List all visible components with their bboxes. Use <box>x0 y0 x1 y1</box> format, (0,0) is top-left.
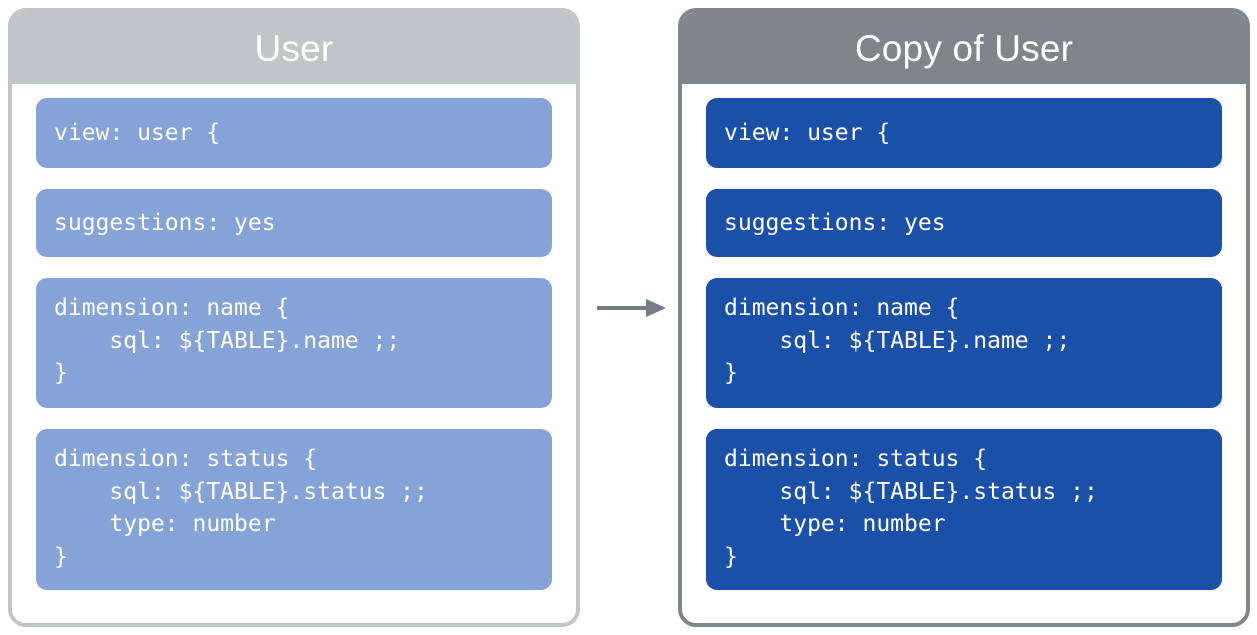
code-block-suggestions[interactable]: suggestions: yes <box>706 189 1222 257</box>
code-block-view[interactable]: view: user { <box>706 98 1222 168</box>
panel-copy-of-user[interactable]: Copy of User view: user { suggestions: y… <box>678 8 1250 627</box>
panel-source-header: User <box>12 12 576 84</box>
panel-copy-title: Copy of User <box>854 27 1074 69</box>
arrow-right-glyph <box>597 299 666 317</box>
code-block-view[interactable]: view: user { <box>36 98 552 168</box>
code-block-dimension-status[interactable]: dimension: status { sql: ${TABLE}.status… <box>706 429 1222 590</box>
panel-source-user[interactable]: User view: user { suggestions: yes dimen… <box>8 8 580 627</box>
panel-source-title: User <box>254 27 334 69</box>
code-block-suggestions[interactable]: suggestions: yes <box>36 189 552 257</box>
code-block-dimension-name[interactable]: dimension: name { sql: ${TABLE}.name ;; … <box>36 278 552 408</box>
code-block-dimension-name[interactable]: dimension: name { sql: ${TABLE}.name ;; … <box>706 278 1222 408</box>
panel-copy-body: view: user { suggestions: yes dimension:… <box>682 84 1246 623</box>
panel-source-body: view: user { suggestions: yes dimension:… <box>12 84 576 623</box>
panel-copy-header: Copy of User <box>682 12 1246 84</box>
code-block-dimension-status[interactable]: dimension: status { sql: ${TABLE}.status… <box>36 429 552 590</box>
arrow-right-icon <box>596 296 668 320</box>
